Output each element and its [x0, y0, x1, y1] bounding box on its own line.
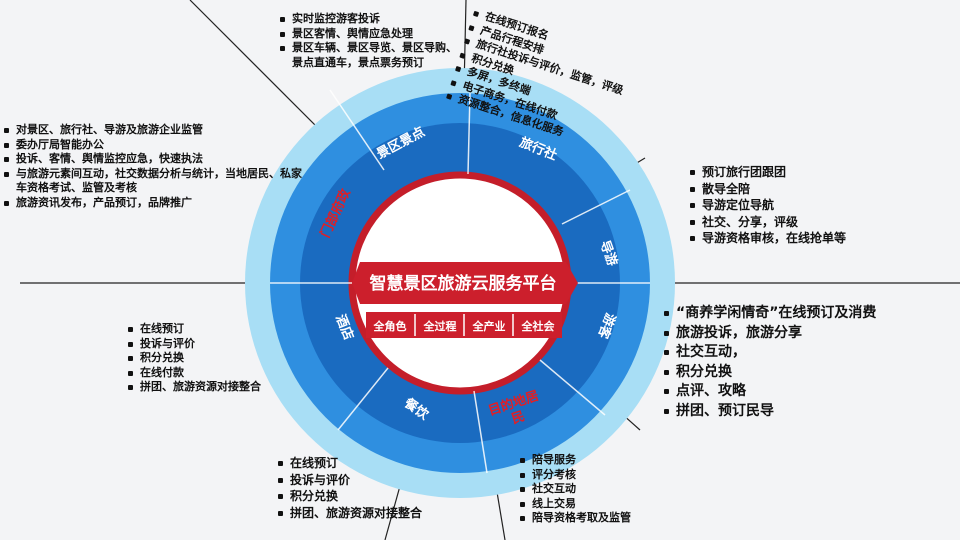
tag-all-roles: 全角色 — [373, 319, 407, 333]
list-item: 预订旅行团跟团 — [690, 164, 880, 181]
callout-tourist: “商养学闲情奇”在线预订及消费 旅游投诉，旅游分享 社交互动， 积分兑换 点评、… — [664, 304, 954, 421]
callout-tour-guide: 预订旅行团跟团 散导全陪 导游定位导航 社交、分享，评级 导游资格审核，在线抢单… — [690, 164, 880, 247]
list-item: 投诉与评价 — [278, 472, 478, 489]
list-item: 与旅游元素间互动，社交数据分析与统计，当地居民、私家车资格考试、监管及考核 — [4, 167, 304, 196]
platform-banner — [352, 262, 578, 304]
tag-all-society: 全社会 — [521, 319, 556, 333]
list-item: 线上交易 — [520, 497, 680, 512]
list-item: 景区客情、舆情应急处理 — [280, 27, 460, 42]
callout-dining: 在线预订 投诉与评价 积分兑换 拼团、旅游资源对接整合 — [278, 455, 478, 521]
tag-all-process: 全过程 — [423, 319, 457, 333]
list-item: 委办厅局智能办公 — [4, 138, 304, 153]
list-item: 评分考核 — [520, 468, 680, 483]
list-item: 积分兑换 — [278, 488, 478, 505]
list-item: 散导全陪 — [690, 181, 880, 198]
list-item: 拼团、旅游资源对接整合 — [278, 505, 478, 522]
list-item: 陪导服务 — [520, 453, 680, 468]
list-item: 导游资格审核，在线抢单等 — [690, 230, 880, 247]
list-item: 旅游投诉，旅游分享 — [664, 324, 954, 344]
list-item: 点评、攻略 — [664, 382, 954, 402]
list-item: 在线预订 — [128, 322, 328, 337]
list-item: 社交互动， — [664, 343, 954, 363]
list-item: 在线预订 — [278, 455, 478, 472]
list-item: 拼团、预订民导 — [664, 402, 954, 422]
list-item: 投诉、客情、舆情监控应急，快速执法 — [4, 152, 304, 167]
segment-dividers — [270, 89, 650, 474]
callout-local-residents: 陪导服务 评分考核 社交互动 线上交易 陪导资格考取及监管 — [520, 453, 680, 526]
list-item: 在线付款 — [128, 366, 328, 381]
list-item: 景区车辆、景区导览、景区导购、景点直通车，景点票务预订 — [280, 41, 460, 70]
list-item: 拼团、旅游资源对接整合 — [128, 380, 328, 395]
list-item: 社交、分享，评级 — [690, 214, 880, 231]
callout-scenic-spots: 实时监控游客投诉 景区客情、舆情应急处理 景区车辆、景区导览、景区导购、景点直通… — [280, 12, 460, 70]
list-item: 旅游资讯发布，产品预订，品牌推广 — [4, 196, 304, 211]
list-item: 陪导资格考取及监管 — [520, 511, 680, 526]
list-item: 积分兑换 — [664, 363, 954, 383]
platform-title: 智慧景区旅游云服务平台 — [370, 273, 557, 294]
tag-all-industry: 全产业 — [472, 319, 506, 333]
list-item: “商养学闲情奇”在线预订及消费 — [664, 304, 954, 324]
callout-hotel: 在线预订 投诉与评价 积分兑换 在线付款 拼团、旅游资源对接整合 — [128, 322, 328, 395]
callout-government: 对景区、旅行社、导游及旅游企业监管 委办厅局智能办公 投诉、客情、舆情监控应急，… — [4, 123, 304, 210]
list-item: 社交互动 — [520, 482, 680, 497]
list-item: 对景区、旅行社、导游及旅游企业监管 — [4, 123, 304, 138]
list-item: 导游定位导航 — [690, 197, 880, 214]
list-item: 积分兑换 — [128, 351, 328, 366]
list-item: 实时监控游客投诉 — [280, 12, 460, 27]
list-item: 投诉与评价 — [128, 337, 328, 352]
